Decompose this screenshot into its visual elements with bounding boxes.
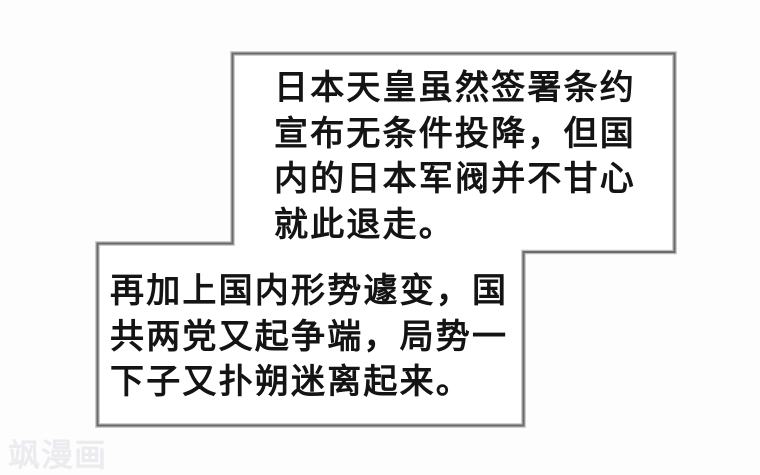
narration-bottom-line-1: 再加上国内形势遽变，国 (110, 272, 509, 310)
narration-bottom-line-2: 共两党又起争端，局势一 (110, 317, 509, 356)
narration-top-line-4: 就此退走。 (274, 205, 455, 244)
site-watermark: 飒漫画 (8, 437, 108, 473)
narration-bottom-line-3: 下子又扑朔迷离起来。 (110, 363, 472, 401)
narration-top-line-1: 日本天皇虽然签署条约 (274, 69, 636, 107)
narration-top-line-2: 宣布无条件投降，但国 (274, 114, 636, 153)
narration-top-line-3: 内的日本军阀并不甘心 (274, 160, 636, 198)
narration-box-bottom: 再加上国内形势遽变，国 共两党又起争端，局势一 下子又扑朔迷离起来。 (110, 269, 508, 406)
narration-box-top: 日本天皇虽然签署条约 宣布无条件投降，但国 内的日本军阀并不甘心 就此退走。 (274, 66, 636, 248)
panel-outline (96, 52, 676, 427)
